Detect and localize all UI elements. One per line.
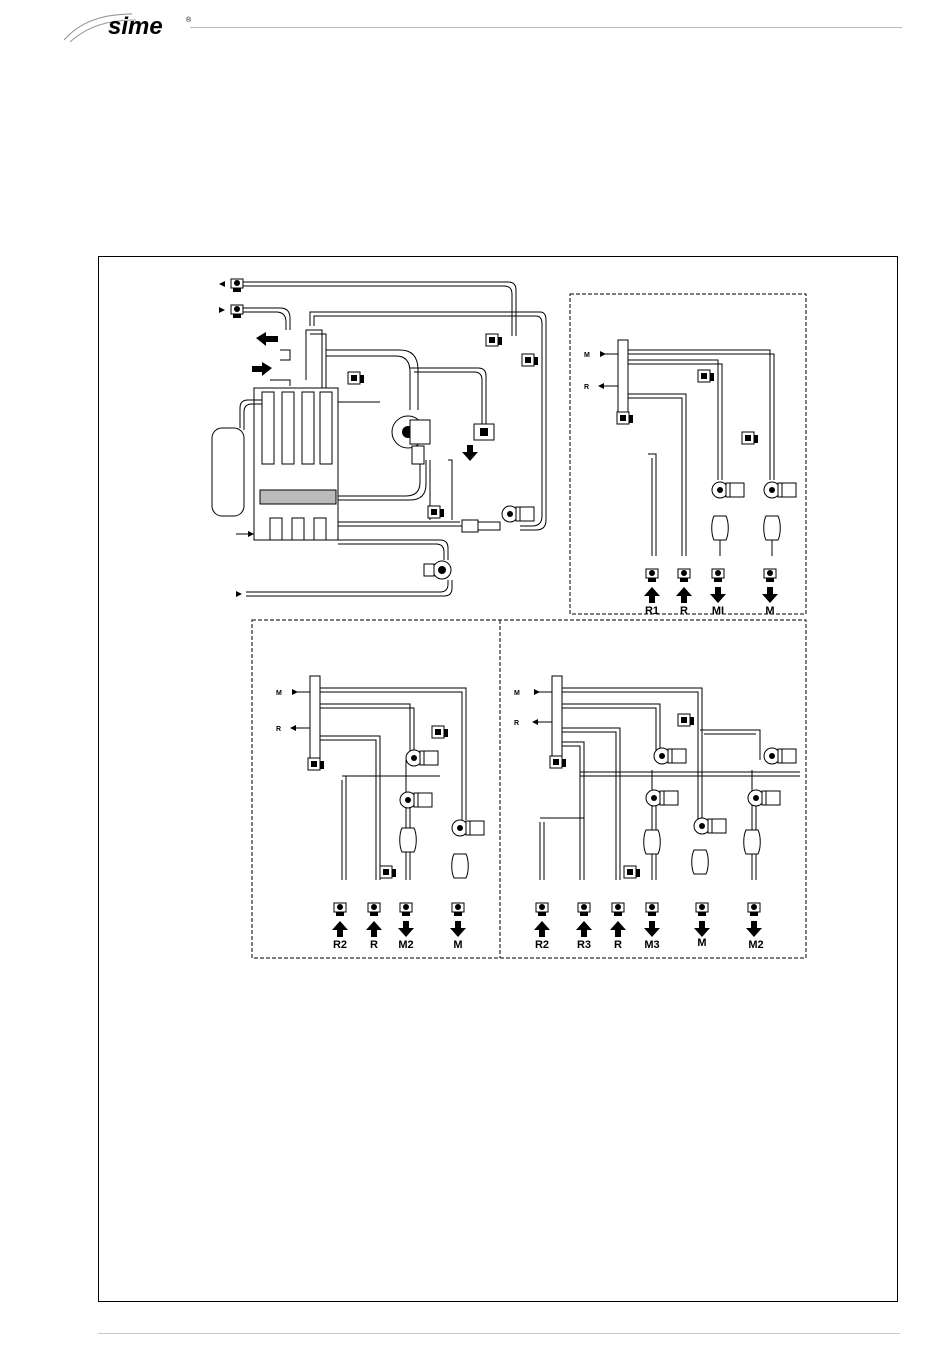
valve-icon — [748, 903, 760, 916]
zone3-label-6: M2 — [748, 939, 763, 951]
return-arrow-icon — [332, 921, 348, 937]
return-arrow-icon — [644, 587, 660, 603]
filter-icon — [692, 850, 709, 874]
valve-icon — [428, 506, 444, 518]
valve-icon — [400, 903, 412, 916]
valve-icon — [231, 305, 243, 318]
zone3-label-5: M — [697, 937, 706, 949]
circulator-pump-icon — [502, 506, 534, 522]
zone-1-diagram: M R R1 R MI M — [570, 294, 806, 617]
zone2-label-1: R2 — [333, 939, 347, 951]
return-arrow-icon — [676, 587, 692, 603]
return-arrow-icon — [576, 921, 592, 937]
valve-icon — [522, 354, 538, 366]
zone1-label-3: MI — [712, 605, 724, 617]
flow-arrow-icon — [710, 587, 726, 603]
valve-icon — [348, 372, 364, 384]
circulator-pump-icon — [424, 561, 451, 579]
valve-icon — [712, 569, 724, 582]
circulator-pump-icon — [748, 790, 780, 806]
flow-arrow-icon — [746, 921, 762, 937]
valve-icon — [612, 903, 624, 916]
boiler-section — [212, 279, 546, 597]
filter-icon — [400, 828, 417, 852]
circulator-pump-icon — [712, 482, 744, 498]
circulator-pump-icon — [406, 750, 438, 766]
manifold-return-label: R — [514, 720, 519, 727]
zone1-label-1: R1 — [645, 605, 659, 617]
valve-icon — [646, 569, 658, 582]
circulator-pump-icon — [452, 820, 484, 836]
valve-icon — [578, 903, 590, 916]
valve-icon — [452, 903, 464, 916]
valve-icon — [646, 903, 658, 916]
zone3-label-2: R3 — [577, 939, 591, 951]
flow-arrow-icon — [644, 921, 660, 937]
flow-arrow-icon — [462, 445, 478, 461]
valve-icon — [764, 569, 776, 582]
valve-icon — [742, 432, 758, 444]
manifold-flow-label: M — [584, 352, 590, 359]
valve-icon — [432, 726, 448, 738]
valve-icon — [380, 866, 396, 878]
manifold-flow-label: M — [514, 690, 520, 697]
zone2-label-2: R — [370, 939, 378, 951]
valve-icon — [486, 334, 502, 346]
return-arrow-icon — [610, 921, 626, 937]
filter-icon — [644, 830, 661, 854]
zone-2-diagram: M R R2 R M2 M — [252, 620, 806, 958]
flow-arrow-icon — [450, 921, 466, 937]
filter-icon — [452, 854, 469, 878]
valve-icon — [368, 903, 380, 916]
circulator-pump-icon — [646, 790, 678, 806]
filter-icon — [764, 516, 781, 540]
valve-icon — [678, 714, 694, 726]
boiler-body-icon — [236, 388, 338, 540]
zone3-label-3: R — [614, 939, 622, 951]
circulator-pump-icon — [764, 748, 796, 764]
valve-icon — [624, 866, 640, 878]
zone1-label-4: M — [765, 605, 774, 617]
flow-arrow-icon — [694, 921, 710, 937]
manifold-return-label: R — [276, 726, 281, 733]
footer-rule — [98, 1333, 900, 1334]
fan-icon — [392, 416, 430, 464]
manifold-flow-label: M — [276, 690, 282, 697]
circulator-pump-icon — [654, 748, 686, 764]
return-arrow-icon — [534, 921, 550, 937]
return-arrow-icon — [366, 921, 382, 937]
zone-3-diagram: M R R2 R — [514, 676, 800, 951]
valve-icon — [550, 756, 566, 768]
filter-icon — [744, 830, 761, 854]
valve-icon — [678, 569, 690, 582]
zone2-label-4: M — [453, 939, 462, 951]
valve-icon — [617, 412, 633, 424]
zone3-label-1: R2 — [535, 939, 549, 951]
flow-arrow-icon — [398, 921, 414, 937]
valve-icon — [231, 279, 243, 292]
valve-icon — [308, 758, 324, 770]
flow-arrow-icon — [762, 587, 778, 603]
valve-icon — [474, 424, 494, 440]
zone3-label-4: M3 — [644, 939, 659, 951]
valve-icon — [696, 903, 708, 916]
manifold-return-label: R — [584, 384, 589, 391]
valve-icon — [334, 903, 346, 916]
valve-icon — [698, 370, 714, 382]
zone1-label-2: R — [680, 605, 688, 617]
valve-icon — [536, 903, 548, 916]
circulator-pump-icon — [694, 818, 726, 834]
zone2-label-3: M2 — [398, 939, 413, 951]
circulator-pump-icon — [400, 792, 432, 808]
circulator-pump-icon — [764, 482, 796, 498]
filter-icon — [712, 516, 729, 540]
